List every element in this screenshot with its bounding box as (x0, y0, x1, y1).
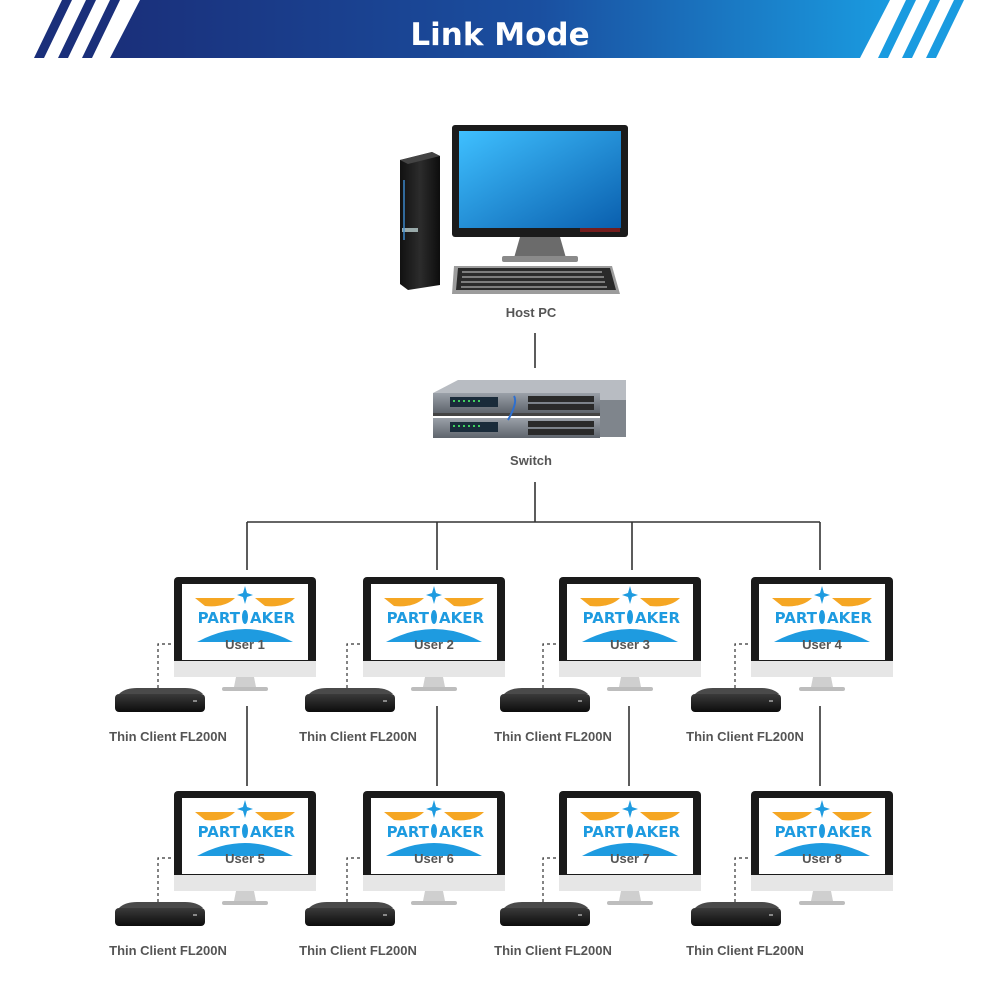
logo-text-left: PART (387, 609, 430, 627)
partaker-logo: PART AKER (772, 800, 872, 856)
logo-text-left: PART (198, 609, 241, 627)
logo-text-left: PART (775, 609, 818, 627)
switch-label: Switch (510, 453, 552, 468)
user-label: User 7 (610, 851, 650, 866)
logo-text-right: AKER (635, 609, 680, 627)
partaker-logo: PART AKER (580, 800, 680, 856)
partaker-logo: PART AKER (580, 586, 680, 642)
pc-monitor (452, 125, 628, 262)
thin-client-7 (500, 902, 590, 926)
switch-links (246, 482, 821, 786)
logo-text-left: PART (583, 609, 626, 627)
user-label: User 6 (414, 851, 454, 866)
title-banner (34, 0, 964, 58)
logo-text-right: AKER (635, 823, 680, 841)
page-title: Link Mode (410, 17, 590, 53)
logo-text-right: AKER (827, 823, 872, 841)
thin-client-label: Thin Client FL200N (494, 943, 612, 958)
thin-client-label: Thin Client FL200N (299, 729, 417, 744)
user-label: User 3 (610, 637, 650, 652)
partaker-logo: PART AKER (195, 800, 295, 856)
logo-text-right: AKER (250, 823, 295, 841)
thin-client-label: Thin Client FL200N (686, 943, 804, 958)
logo-text-right: AKER (827, 609, 872, 627)
user-label: User 8 (802, 851, 842, 866)
logo-text-right: AKER (250, 609, 295, 627)
thin-client-5 (115, 902, 205, 926)
user-label: User 1 (225, 637, 265, 652)
thin-client-label: Thin Client FL200N (109, 943, 227, 958)
partaker-logo: PART AKER (384, 586, 484, 642)
logo-text-left: PART (387, 823, 430, 841)
pc-tower (400, 152, 440, 290)
thin-client-label: Thin Client FL200N (299, 943, 417, 958)
logo-text-right: AKER (439, 609, 484, 627)
partaker-logo: PART AKER (384, 800, 484, 856)
host-pc-label: Host PC (505, 305, 557, 320)
thin-client-6 (305, 902, 395, 926)
thin-client-label: Thin Client FL200N (109, 729, 227, 744)
user-label: User 5 (225, 851, 265, 866)
logo-text-left: PART (775, 823, 818, 841)
thin-client-4 (691, 688, 781, 712)
partaker-logo: PART AKER (772, 586, 872, 642)
logo-text-left: PART (198, 823, 241, 841)
logo-text-right: AKER (439, 823, 484, 841)
thin-client-label: Thin Client FL200N (686, 729, 804, 744)
thin-client-1 (115, 688, 205, 712)
video-links (157, 643, 751, 902)
user-label: User 4 (802, 637, 842, 652)
logo-text-left: PART (583, 823, 626, 841)
partaker-logo: PART AKER (195, 586, 295, 642)
host-pc (400, 125, 628, 294)
switch-device (433, 380, 626, 438)
user-label: User 2 (414, 637, 454, 652)
thin-client-2 (305, 688, 395, 712)
thin-client-label: Thin Client FL200N (494, 729, 612, 744)
thin-client-8 (691, 902, 781, 926)
thin-client-3 (500, 688, 590, 712)
pc-keyboard (452, 266, 620, 294)
